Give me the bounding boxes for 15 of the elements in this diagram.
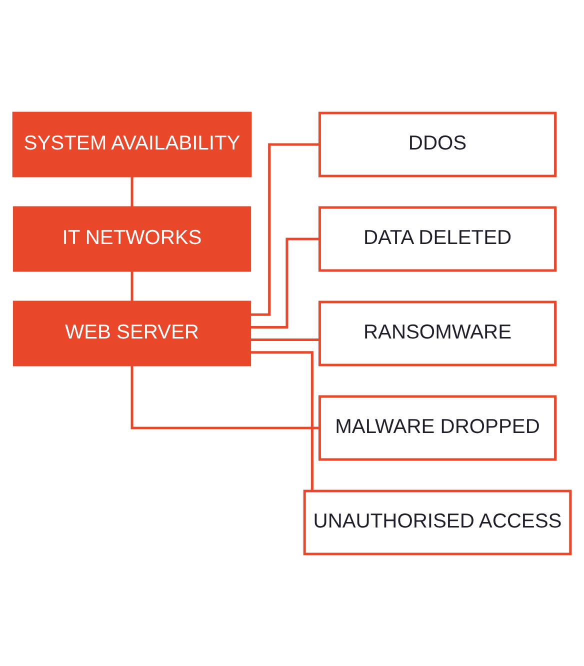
node-box: RANSOMWARE [318,300,557,366]
node-box: MALWARE DROPPED [318,394,557,460]
connector [250,350,314,490]
connector [250,338,320,341]
node-box: UNAUTHORISED ACCESS [303,489,572,555]
node-box: IT NETWORKS [12,206,252,272]
connector [130,364,320,429]
connector [250,142,320,316]
node-box: WEB SERVER [12,300,252,366]
node-box: DATA DELETED [318,206,557,272]
connector [130,176,134,207]
node-box: SYSTEM AVAILABILITY [12,111,252,177]
connector [250,237,320,328]
node-box: DDOS [318,111,557,177]
connector [130,270,134,302]
